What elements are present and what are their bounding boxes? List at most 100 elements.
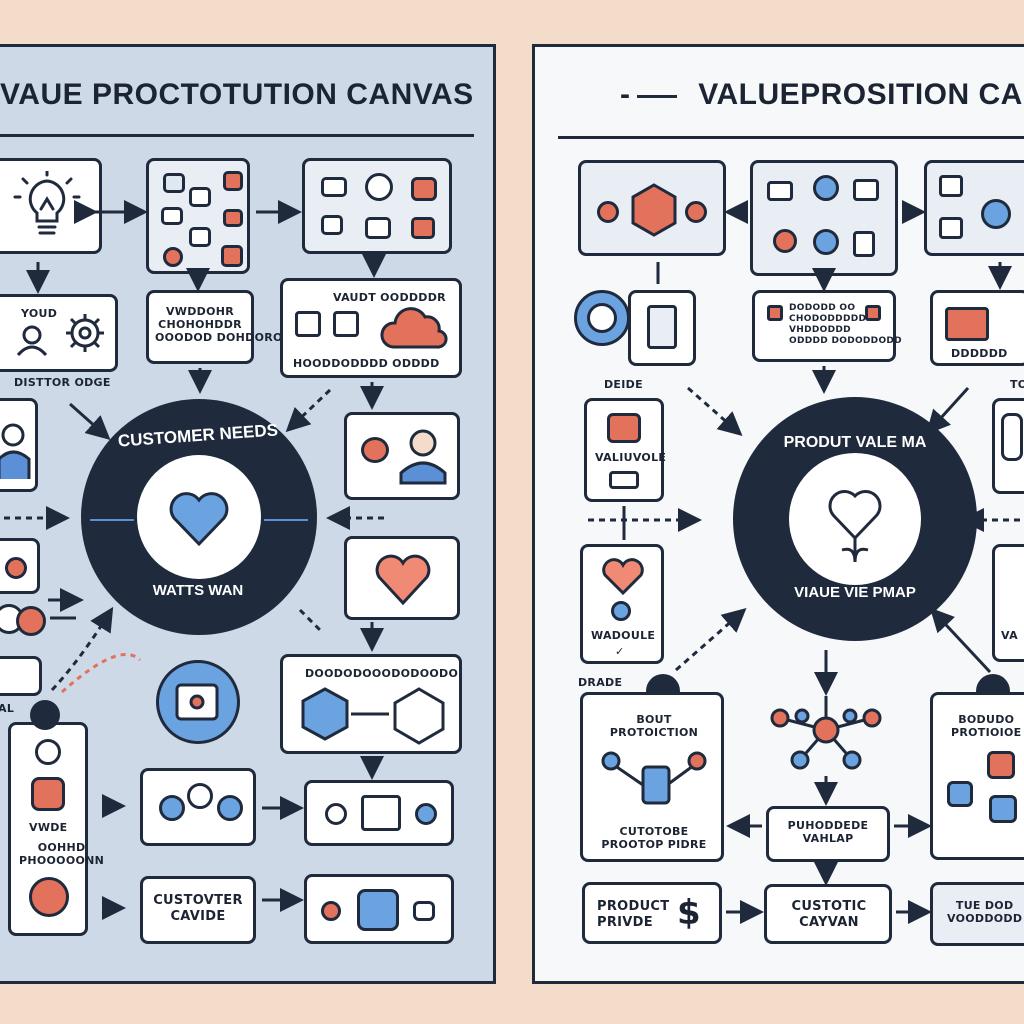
vertical-left-box[interactable]: VWDE OOHHD PHOOOOONN	[8, 722, 104, 936]
heart-drop-box[interactable]: WADOULE ✓	[580, 544, 664, 664]
hexagon-node-box[interactable]	[578, 160, 726, 256]
record-icon	[5, 557, 27, 579]
doc-icon	[853, 179, 879, 201]
right-hex-icon-3	[989, 795, 1017, 823]
network-hub-icon[interactable]	[156, 660, 240, 744]
toggle-icon	[413, 901, 435, 921]
list-icon	[853, 231, 875, 257]
wadoule-label: WADOULE	[591, 629, 656, 642]
customer-prototype-label: CUTOTOBE PROOTOP PIDRE	[601, 825, 707, 851]
right-protection-label: BODUDO PROTIOIOE	[951, 713, 1022, 739]
red-square-icon	[767, 305, 783, 321]
chevron-down-icon: ✓	[615, 645, 625, 658]
network-map-box[interactable]	[750, 160, 898, 276]
plant-icon	[1001, 413, 1023, 461]
network-icon	[175, 683, 219, 721]
tablet-box[interactable]	[628, 290, 696, 366]
info-box-label: VWDDOHR CHOHOHDDR OOODOD DOHDOROD	[155, 305, 292, 344]
customer-cayvan-label: CUSTOTIC CAYVAN	[791, 899, 867, 930]
cup-icon	[607, 413, 641, 443]
customer-needs-ring	[81, 399, 317, 635]
right-protection-box[interactable]: BODUDO PROTIOIOE	[930, 692, 1024, 860]
deide-label: DEIDE	[604, 378, 643, 391]
heart-box[interactable]	[344, 536, 460, 620]
you-sub-label: DISTTOR ODGE	[14, 376, 111, 389]
connect-box[interactable]	[302, 158, 452, 254]
product-value-map-text: PRODUT VALE MA	[783, 434, 927, 451]
globe-icon	[813, 175, 839, 201]
product-protection-label: BOUT PROTOICTION	[609, 713, 699, 739]
value-box-sub: HOODDODDDD ODDDD	[293, 357, 440, 370]
tablet-icon	[365, 217, 391, 239]
person-blue-icon	[0, 423, 31, 479]
person-left-box[interactable]	[0, 398, 38, 492]
hexagon-center-icon	[631, 183, 677, 237]
laptop-icon	[361, 795, 401, 831]
chat-person-box[interactable]	[344, 412, 460, 500]
dollar-icon: $	[677, 893, 701, 933]
person-icon	[16, 325, 48, 357]
left-small-box-2[interactable]	[0, 656, 42, 696]
left-small-box-1[interactable]	[0, 538, 40, 594]
right-bottom-box[interactable]: TUE DOD VOODDODD	[930, 882, 1024, 946]
you-label: YOUD	[21, 307, 58, 320]
customer-cayvan-box[interactable]: CUSTOTIC CAYVAN	[764, 884, 892, 944]
right-info-box[interactable]: DODODD OO CHODODDDDD VHDDODDD ODDDD DODO…	[752, 290, 902, 362]
right-edge-box-2[interactable]: VA	[992, 544, 1024, 662]
search-lens-icon[interactable]	[574, 290, 630, 346]
idea-box[interactable]	[0, 158, 102, 254]
hexagon-box[interactable]: DOODODOOODODOODO	[280, 654, 462, 754]
gear-blue-icon-2	[217, 795, 243, 821]
target-ring-icon	[29, 877, 69, 917]
right-bottom-label: TUE DOD VOODDODD	[947, 899, 1023, 925]
product-vaitap-label: PUHODDEDE VAHLAP	[787, 819, 869, 845]
chart-icon	[163, 173, 185, 193]
card-small-icon	[609, 471, 639, 489]
customer-canvas-box[interactable]: CUSTOVTER CAVIDE	[140, 876, 256, 944]
right-top-box[interactable]	[924, 160, 1024, 256]
node-left-icon	[597, 201, 619, 223]
you-box[interactable]: YOUD	[0, 294, 118, 372]
gear-white-icon	[187, 783, 213, 809]
mail-icon	[161, 207, 183, 225]
laptop-box[interactable]	[304, 780, 454, 846]
product-flow-icon	[601, 751, 707, 805]
molecule-network-icon	[770, 696, 882, 770]
tablet-device-icon	[647, 305, 677, 349]
cloud-icon	[380, 307, 448, 349]
to-label: TO	[1010, 378, 1024, 391]
alert-icon	[223, 171, 243, 191]
circle-blue-icon	[415, 803, 437, 825]
info-box[interactable]: VWDDOHR CHOHOHDDR OOODOD DOHDOROD	[146, 290, 292, 364]
customer-needs-circle[interactable]: CUSTOMER NEEDS WATTS WAN	[78, 396, 320, 638]
icon-grid-box[interactable]	[146, 158, 250, 274]
product-prices-box[interactable]: PRODUCT PRIVDE $	[582, 882, 722, 944]
tag-icon	[223, 209, 243, 227]
right-title-rule	[558, 136, 1024, 139]
right-edge-box[interactable]	[992, 398, 1024, 494]
value-box-label: VAUDT OODDDDR	[333, 291, 446, 304]
right-canvas-title: - VALUEPROSITION CA	[620, 78, 1023, 112]
gear-blue-icon	[159, 795, 185, 821]
hex-check-icon-2	[333, 311, 359, 337]
shield-box[interactable]	[304, 874, 454, 944]
chat-icon	[189, 187, 211, 207]
right-title-text: VALUEPROSITION CA	[698, 78, 1023, 111]
target-icon	[163, 247, 183, 267]
product-protection-box[interactable]: BOUT PROTOICTION CUTOTOBE PROOTOP PIDRE	[580, 692, 724, 862]
hub-icon	[981, 199, 1011, 229]
watts-wan-text: WATTS WAN	[152, 582, 244, 599]
heart-hex-icon	[31, 777, 65, 811]
product-vaitap-box[interactable]: PUHODDEDE VAHLAP	[766, 806, 890, 862]
product-value-ring	[733, 397, 977, 641]
product-value-circle[interactable]: PRODUT VALE MA VIAUE VIE PMAP	[730, 394, 980, 644]
left-title-rule	[0, 134, 474, 137]
gear-cluster-box[interactable]	[140, 768, 256, 846]
value-box[interactable]: VAUDT OODDDDR HOODDODDDD ODDDD	[280, 278, 462, 378]
node-red-icon	[773, 229, 797, 253]
vwde-label: VWDE	[29, 821, 68, 834]
right-doc-box[interactable]: DDDDDD	[930, 290, 1024, 366]
value-vole-box[interactable]: VALIUVOLE	[584, 398, 666, 502]
hexagon-flow-icon	[301, 687, 445, 745]
search-icon	[365, 173, 393, 201]
